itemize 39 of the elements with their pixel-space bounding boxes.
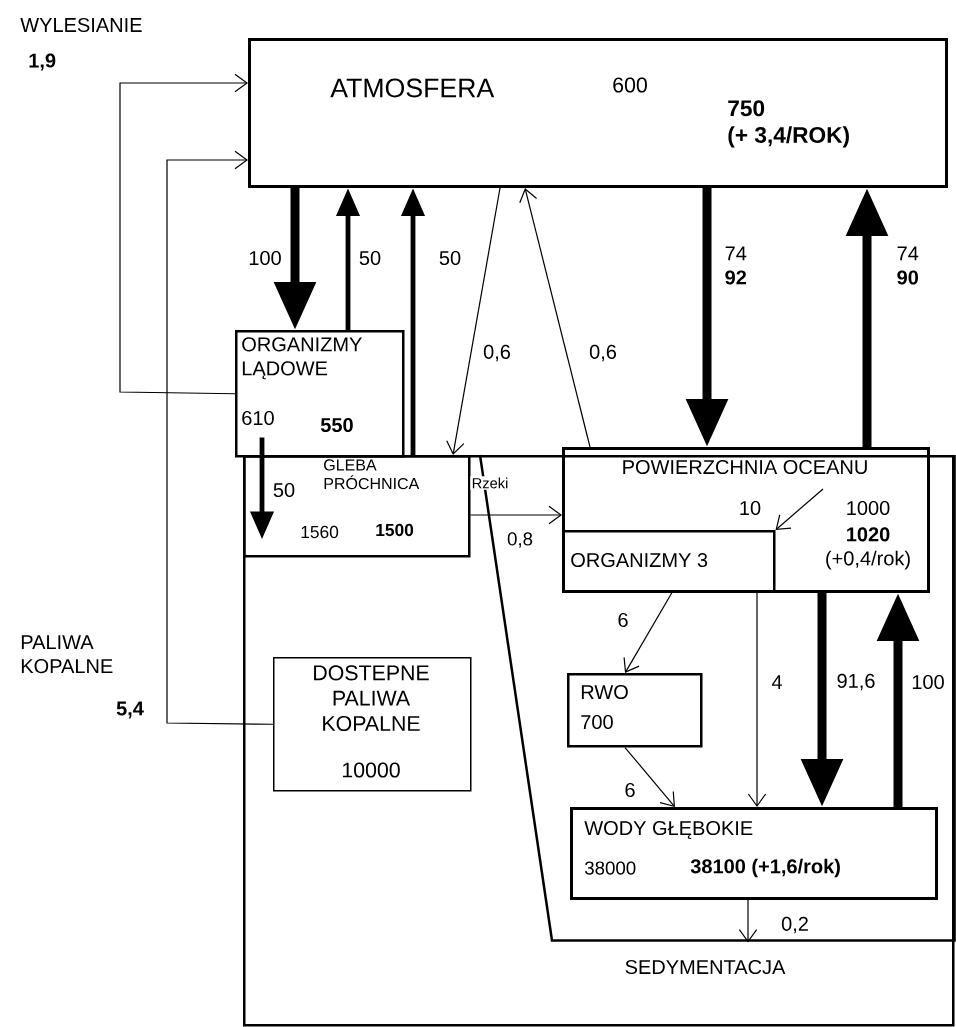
region-outline (243, 455, 955, 1027)
edge-label: 100 (910, 673, 947, 691)
edge-label: 50 (271, 481, 297, 499)
arrow (623, 591, 673, 673)
edge-label: 74 90 (895, 245, 924, 286)
arrow (738, 899, 758, 943)
edge-label: 91,6 (835, 672, 877, 692)
edge-label: 74 92 (723, 245, 752, 286)
edge-label: 50 (357, 249, 383, 267)
arrow (446, 187, 501, 455)
edge-label: 0,6 (587, 343, 619, 363)
reservoir-box: ORGANIZMY LĄDOWE 610 550 (235, 330, 405, 458)
process-label: SEDYMENTACJA (625, 959, 786, 975)
arrow (624, 746, 675, 807)
edge-label: 4 (770, 673, 784, 691)
value-label: 5,4 (116, 701, 144, 719)
reservoir-box: ATMOSFERA 600 750 (+ 3,4/ROK) (248, 38, 948, 188)
reservoir-box: ORGANIZMY 3 (562, 530, 776, 593)
edge-label: 10 (737, 499, 763, 517)
edge-label: 0,2 (779, 915, 811, 935)
reservoir-box: WODY GŁĘBOKIE 38000 38100 (+1,6/rok) (570, 807, 938, 900)
arrow (775, 488, 824, 530)
process-label: PALIWA KOPALNE (21, 635, 113, 674)
edge-label: Rzeki (470, 476, 510, 490)
arrow (166, 150, 274, 725)
edge-label: 50 (437, 249, 463, 267)
edge-label: 6 (616, 611, 630, 629)
arrow (119, 73, 248, 395)
reservoir-box: RWO 700 (567, 673, 703, 748)
edge-label: 100 (247, 249, 283, 267)
arrow (469, 505, 562, 525)
edge-label: 0,6 (481, 343, 513, 363)
arrow (747, 591, 767, 807)
arrow (519, 188, 591, 448)
value-label: 1,9 (29, 53, 56, 71)
process-label: WYLESIANIE (20, 17, 142, 33)
edge-label: 6 (623, 781, 637, 799)
reservoir-box: DOSTEPNE PALIWA KOPALNE 10000 (273, 657, 472, 792)
value-label: 0,8 (507, 532, 533, 548)
